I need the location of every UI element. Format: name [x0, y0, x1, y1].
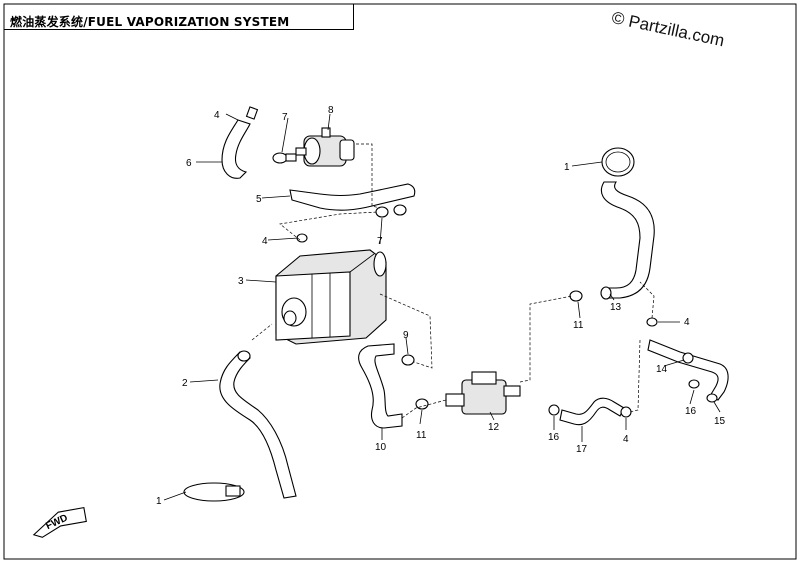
part-clamp-1b[interactable] — [601, 147, 635, 177]
callout-4: 4 — [214, 110, 220, 121]
diagram-border — [3, 3, 797, 560]
part-clamp-7[interactable] — [272, 152, 297, 164]
part-clamp-1a[interactable] — [183, 482, 245, 502]
callout-11: 11 — [573, 320, 584, 331]
callout-1: 1 — [156, 496, 162, 507]
callout-4: 4 — [262, 236, 268, 247]
callout-2: 2 — [182, 378, 188, 389]
part-hose-2[interactable] — [219, 350, 297, 499]
leader-lines — [163, 113, 721, 501]
callout-15: 15 — [714, 416, 726, 427]
fwd-label: FWD — [44, 513, 69, 533]
callout-8: 8 — [328, 105, 334, 116]
title-box: 燃油蒸发系统/FUEL VAPORIZATION SYSTEM — [4, 4, 354, 30]
callout-11: 11 — [416, 430, 427, 441]
part-hose-6[interactable] — [221, 106, 259, 179]
callout-7: 7 — [282, 112, 288, 123]
part-canister-3[interactable] — [275, 249, 387, 345]
callout-7: 7 — [377, 236, 383, 247]
part-tube-14[interactable] — [646, 317, 729, 403]
part-clamp-7b[interactable] — [375, 204, 407, 218]
callout-13: 13 — [610, 302, 622, 313]
part-clamp-11b[interactable] — [569, 290, 583, 302]
part-valve-8[interactable] — [295, 127, 355, 167]
callout-16: 16 — [685, 406, 697, 417]
part-hose-17[interactable] — [548, 397, 632, 426]
diagram-title: 燃油蒸发系统/FUEL VAPORIZATION SYSTEM — [10, 15, 290, 29]
part-hose-10[interactable] — [358, 343, 415, 429]
callout-12: 12 — [488, 422, 500, 433]
part-clamp-4a[interactable] — [296, 233, 308, 243]
callout-16: 16 — [548, 432, 560, 443]
callout-3: 3 — [238, 276, 244, 287]
callout-4: 4 — [623, 434, 629, 445]
callout-10: 10 — [375, 442, 387, 453]
part-hose-13[interactable] — [600, 181, 655, 300]
part-hose-5[interactable] — [289, 183, 416, 211]
callout-9: 9 — [403, 330, 409, 341]
callout-1: 1 — [564, 162, 570, 173]
callout-5: 5 — [256, 194, 262, 205]
callout-4: 4 — [684, 317, 690, 328]
callout-17: 17 — [576, 444, 588, 455]
fwd-arrow-icon — [32, 506, 87, 538]
callout-14: 14 — [656, 364, 668, 375]
callout-6: 6 — [186, 158, 192, 169]
part-clamp-11a[interactable] — [415, 398, 429, 410]
part-solenoid-12[interactable] — [445, 371, 521, 415]
